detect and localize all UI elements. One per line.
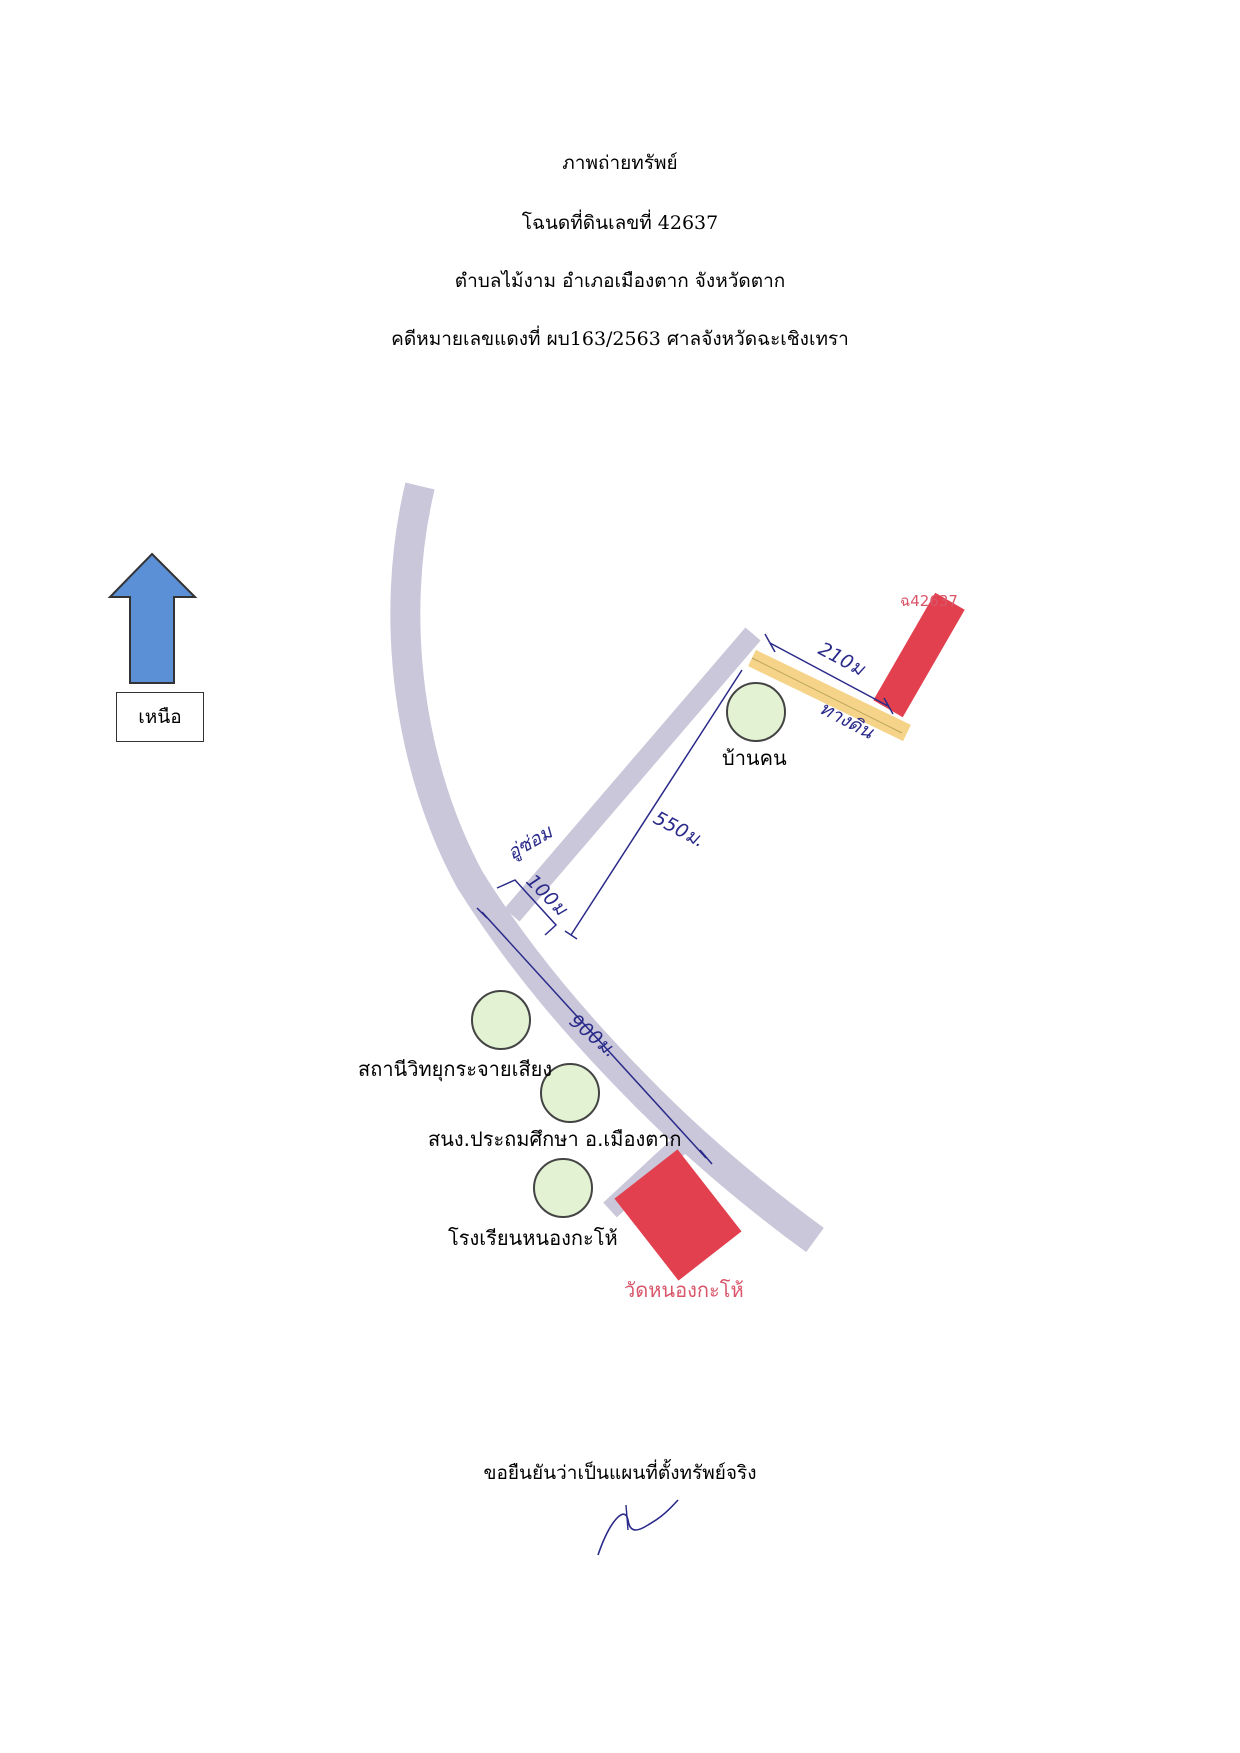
plot-label: ฉ42637	[900, 592, 958, 610]
dist-550-label: 550ม.	[650, 807, 709, 852]
education-office-marker	[540, 1063, 600, 1123]
deed-number: โฉนดที่ดินเลขที่ 42637	[521, 212, 719, 234]
education-office-label: สนง.ประถมศึกษา อ.เมืองตาก	[428, 1127, 682, 1151]
north-arrow-icon	[107, 552, 198, 684]
house-marker	[726, 682, 786, 742]
north-legend-box: เหนือ	[116, 692, 204, 742]
case-number: คดีหมายเลขแดงที่ ผบ163/2563 ศาลจังหวัดฉะ…	[391, 328, 849, 350]
handwritten-annotations	[476, 633, 894, 1165]
radio-station-label: สถานีวิทยุกระจายเสียง	[358, 1057, 552, 1082]
temple-label: วัดหนองกะโห้	[624, 1278, 744, 1302]
document-title: ภาพถ่ายทรัพย์	[562, 152, 678, 174]
house-label: บ้านคน	[722, 746, 787, 770]
school-marker	[533, 1158, 593, 1218]
confirmation-statement: ขอยืนยันว่าเป็นแผนที่ตั้งทรัพย์จริง	[483, 1462, 757, 1484]
location-line: ตำบลไม้งาม อำเภอเมืองตาก จังหวัดตาก	[454, 270, 786, 292]
dist-210-label: 210ม	[815, 638, 870, 681]
signature	[597, 1499, 679, 1556]
temple-plot	[614, 1149, 742, 1281]
plot-42637	[873, 592, 965, 718]
radio-station-marker	[471, 990, 531, 1050]
branch-road	[504, 627, 761, 922]
school-label: โรงเรียนหนองกะโห้	[448, 1226, 618, 1250]
